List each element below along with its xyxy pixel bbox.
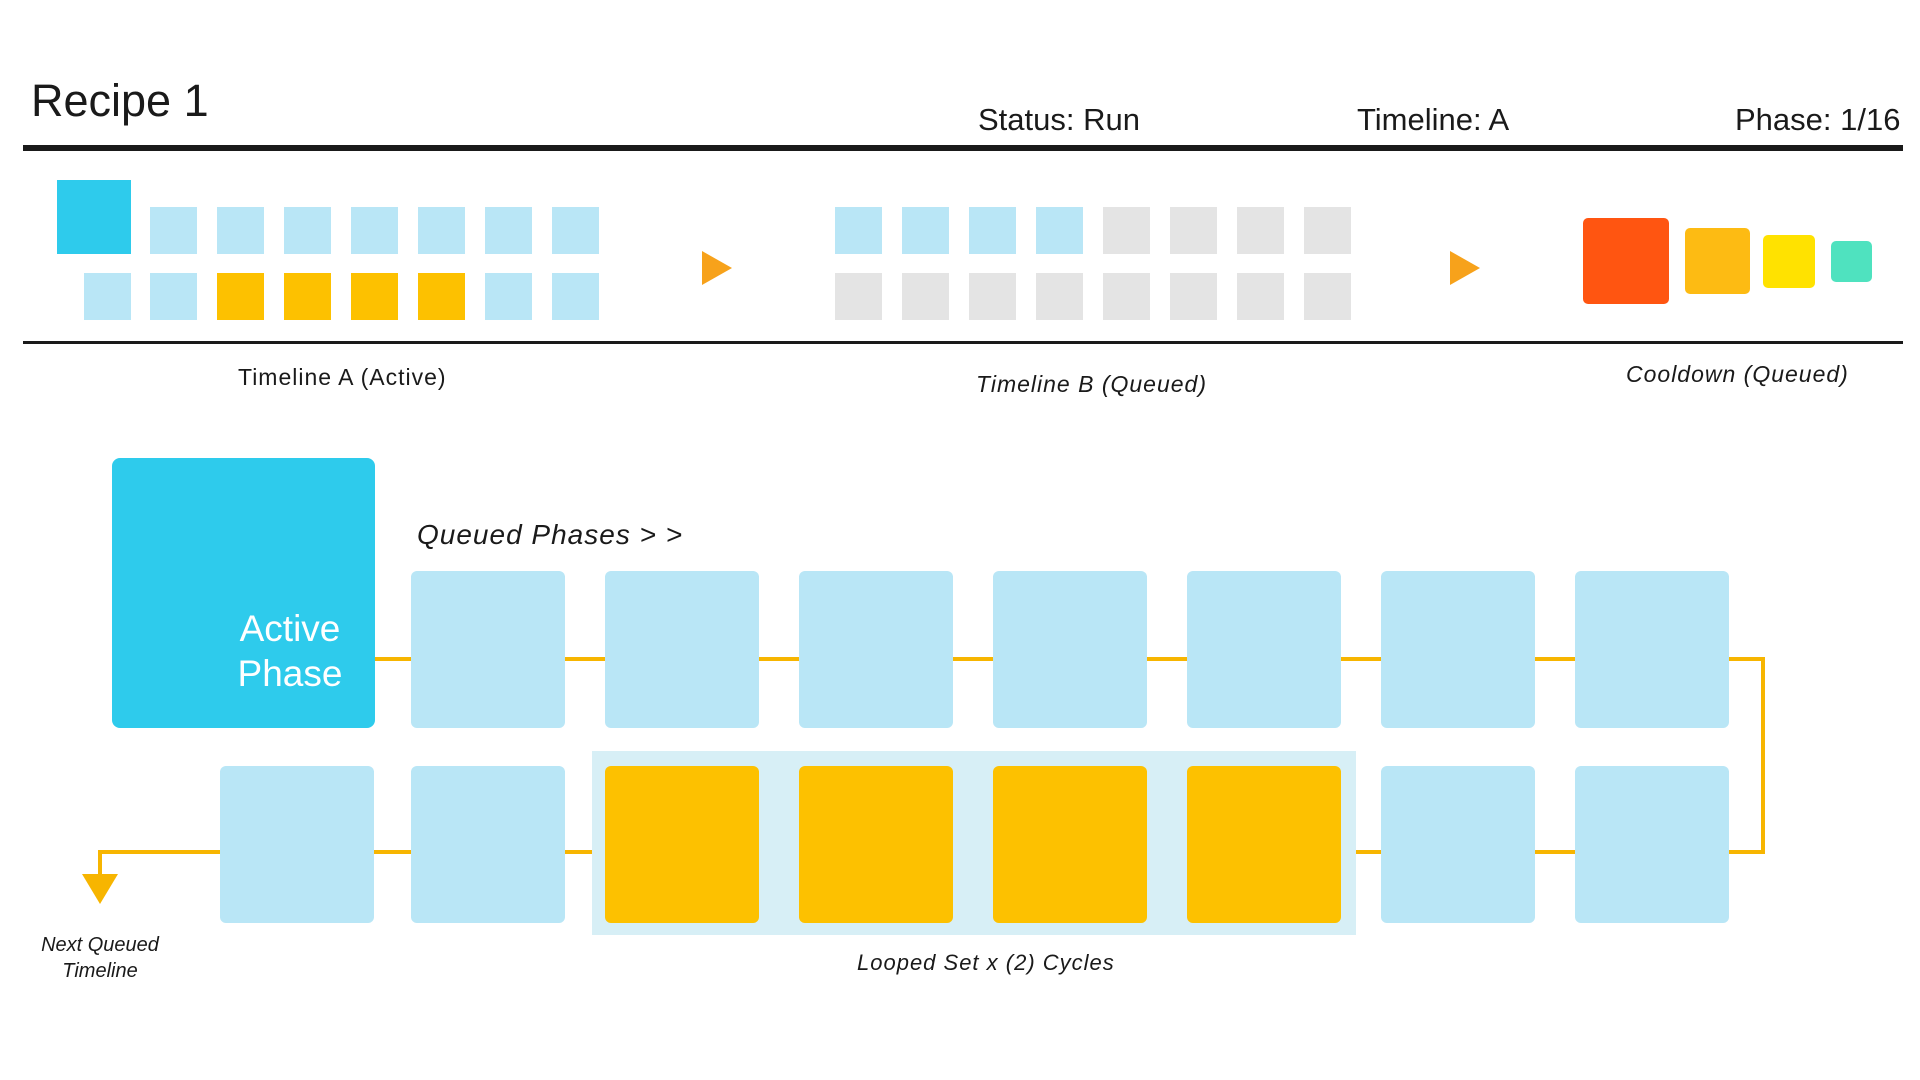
phase-square[interactable] — [902, 207, 949, 254]
phase-square[interactable] — [1036, 207, 1083, 254]
connector-line — [1761, 657, 1765, 854]
queued-phase-block[interactable] — [1381, 766, 1535, 923]
inactive-phase-square[interactable] — [902, 273, 949, 320]
phase-square[interactable] — [969, 207, 1016, 254]
phase-square[interactable] — [84, 273, 131, 320]
inactive-phase-square[interactable] — [1304, 273, 1351, 320]
looped-phase-square[interactable] — [284, 273, 331, 320]
phase-square[interactable] — [150, 273, 197, 320]
active-phase-marker[interactable] — [57, 180, 131, 254]
inactive-phase-square[interactable] — [969, 273, 1016, 320]
phase-square[interactable] — [150, 207, 197, 254]
inactive-phase-square[interactable] — [1304, 207, 1351, 254]
cooldown-square[interactable] — [1685, 228, 1750, 294]
phase-readout: Phase: 1/16 — [1735, 102, 1901, 137]
queued-phase-block[interactable] — [799, 571, 953, 728]
looped-phase-block[interactable] — [1187, 766, 1341, 923]
queued-phase-block[interactable] — [1575, 571, 1729, 728]
timeline-readout: Timeline: A — [1357, 102, 1510, 137]
inactive-phase-square[interactable] — [1103, 273, 1150, 320]
next-queued-label-line1: Next Queued — [41, 934, 159, 956]
inactive-phase-square[interactable] — [1237, 273, 1284, 320]
queued-phase-block[interactable] — [605, 571, 759, 728]
phase-square[interactable] — [552, 207, 599, 254]
phase-square[interactable] — [485, 207, 532, 254]
phase-square[interactable] — [217, 207, 264, 254]
connector-line — [98, 850, 102, 876]
cooldown-square[interactable] — [1583, 218, 1669, 304]
inactive-phase-square[interactable] — [1170, 207, 1217, 254]
looped-phase-block[interactable] — [799, 766, 953, 923]
queued-phase-block[interactable] — [1575, 766, 1729, 923]
next-queued-timeline-label: Next Queued Timeline — [20, 932, 180, 984]
cooldown-square[interactable] — [1831, 241, 1872, 282]
looped-phase-square[interactable] — [418, 273, 465, 320]
page-title: Recipe 1 — [31, 75, 209, 126]
looped-phase-square[interactable] — [351, 273, 398, 320]
active-phase-label-line2: Phase — [237, 653, 343, 694]
queued-phase-block[interactable] — [411, 766, 565, 923]
phase-square[interactable] — [284, 207, 331, 254]
looped-phase-block[interactable] — [605, 766, 759, 923]
cooldown-label: Cooldown (Queued) — [1626, 361, 1849, 387]
looped-phase-block[interactable] — [993, 766, 1147, 923]
timeline-divider — [23, 341, 1903, 344]
inactive-phase-square[interactable] — [1036, 273, 1083, 320]
queued-phase-block[interactable] — [220, 766, 374, 923]
inactive-phase-square[interactable] — [1103, 207, 1150, 254]
queued-phase-block[interactable] — [1187, 571, 1341, 728]
arrow-down-icon — [82, 874, 118, 904]
cooldown-square[interactable] — [1763, 235, 1815, 288]
looped-phase-square[interactable] — [217, 273, 264, 320]
queued-phase-block[interactable] — [993, 571, 1147, 728]
phase-square[interactable] — [351, 207, 398, 254]
queued-phase-block[interactable] — [1381, 571, 1535, 728]
looped-set-label: Looped Set x (2) Cycles — [857, 950, 1115, 975]
phase-square[interactable] — [418, 207, 465, 254]
header-divider — [23, 145, 1903, 151]
queued-phases-label: Queued Phases > > — [417, 519, 684, 550]
inactive-phase-square[interactable] — [835, 273, 882, 320]
inactive-phase-square[interactable] — [1170, 273, 1217, 320]
phase-square[interactable] — [485, 273, 532, 320]
play-arrow-icon — [1450, 251, 1480, 285]
timeline-a-label: Timeline A (Active) — [238, 364, 447, 390]
phase-square[interactable] — [552, 273, 599, 320]
inactive-phase-square[interactable] — [1237, 207, 1284, 254]
play-arrow-icon — [702, 251, 732, 285]
phase-square[interactable] — [835, 207, 882, 254]
next-queued-label-line2: Timeline — [62, 960, 138, 982]
active-phase-label-line1: Active — [239, 608, 341, 649]
active-phase-block[interactable]: Active Phase — [112, 458, 375, 728]
queued-phase-block[interactable] — [411, 571, 565, 728]
timeline-b-label: Timeline B (Queued) — [976, 371, 1207, 397]
status-readout: Status: Run — [978, 102, 1140, 137]
